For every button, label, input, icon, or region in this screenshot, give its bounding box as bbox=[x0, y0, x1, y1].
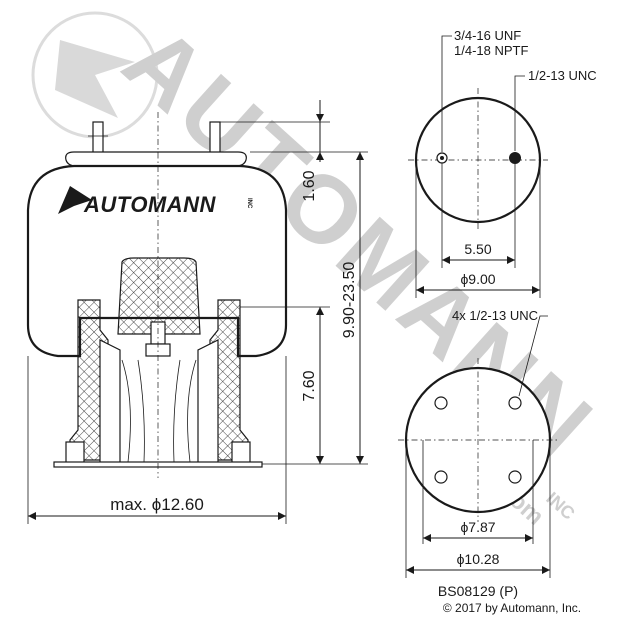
bolt-hole-3 bbox=[434, 470, 448, 484]
bolt-hole-2 bbox=[508, 396, 522, 410]
watermark-suffix: INC bbox=[542, 488, 578, 524]
stud-hole bbox=[509, 152, 521, 164]
logo-suffix: INC bbox=[246, 198, 252, 209]
part-number: BS08129 (P) bbox=[438, 583, 518, 599]
side-dimensions: 1.60 7.60 9.90-23.50 max. ϕ12.60 bbox=[27, 100, 368, 524]
dim-top-diameter: ϕ9.00 bbox=[460, 271, 495, 287]
piston-body bbox=[99, 339, 219, 466]
bottom-view: 4x 1/2-13 UNC ϕ7.87 ϕ10.28 bbox=[398, 308, 558, 578]
callout-air-fitting-2: 1/4-18 NPTF bbox=[454, 43, 528, 58]
bolt-hole-1 bbox=[434, 396, 448, 410]
logo-mark bbox=[58, 186, 92, 214]
dim-height-range: 9.90-23.50 bbox=[341, 262, 358, 339]
callout-air-fitting-1: 3/4-16 UNF bbox=[454, 28, 521, 43]
base-bolt-left bbox=[65, 441, 85, 465]
dim-max-diameter: max. ϕ12.60 bbox=[110, 495, 204, 514]
copyright: © 2017 by Automann, Inc. bbox=[443, 601, 581, 615]
top-bead-plate bbox=[65, 151, 247, 167]
dim-height-bottom: 7.60 bbox=[301, 370, 318, 401]
side-view bbox=[26, 112, 288, 478]
watermark-logo-mark bbox=[55, 40, 135, 118]
base-bolt-right bbox=[231, 441, 251, 465]
top-view: 3/4-16 UNF 1/4-18 NPTF 1/2-13 UNC 5.50 ϕ… bbox=[408, 28, 597, 298]
callout-base-bolts: 4x 1/2-13 UNC bbox=[452, 308, 538, 323]
bumper bbox=[117, 257, 201, 335]
dim-bolt-circle: ϕ7.87 bbox=[460, 519, 495, 535]
brand-logo: AUTOMANN INC bbox=[58, 186, 252, 217]
dim-base-diameter: ϕ10.28 bbox=[457, 551, 500, 567]
callout-stud: 1/2-13 UNC bbox=[528, 68, 597, 83]
dim-height-top: 1.60 bbox=[301, 170, 318, 201]
logo-text: AUTOMANN bbox=[83, 192, 217, 217]
dim-offset: 5.50 bbox=[464, 241, 491, 257]
bolt-hole-4 bbox=[508, 470, 522, 484]
